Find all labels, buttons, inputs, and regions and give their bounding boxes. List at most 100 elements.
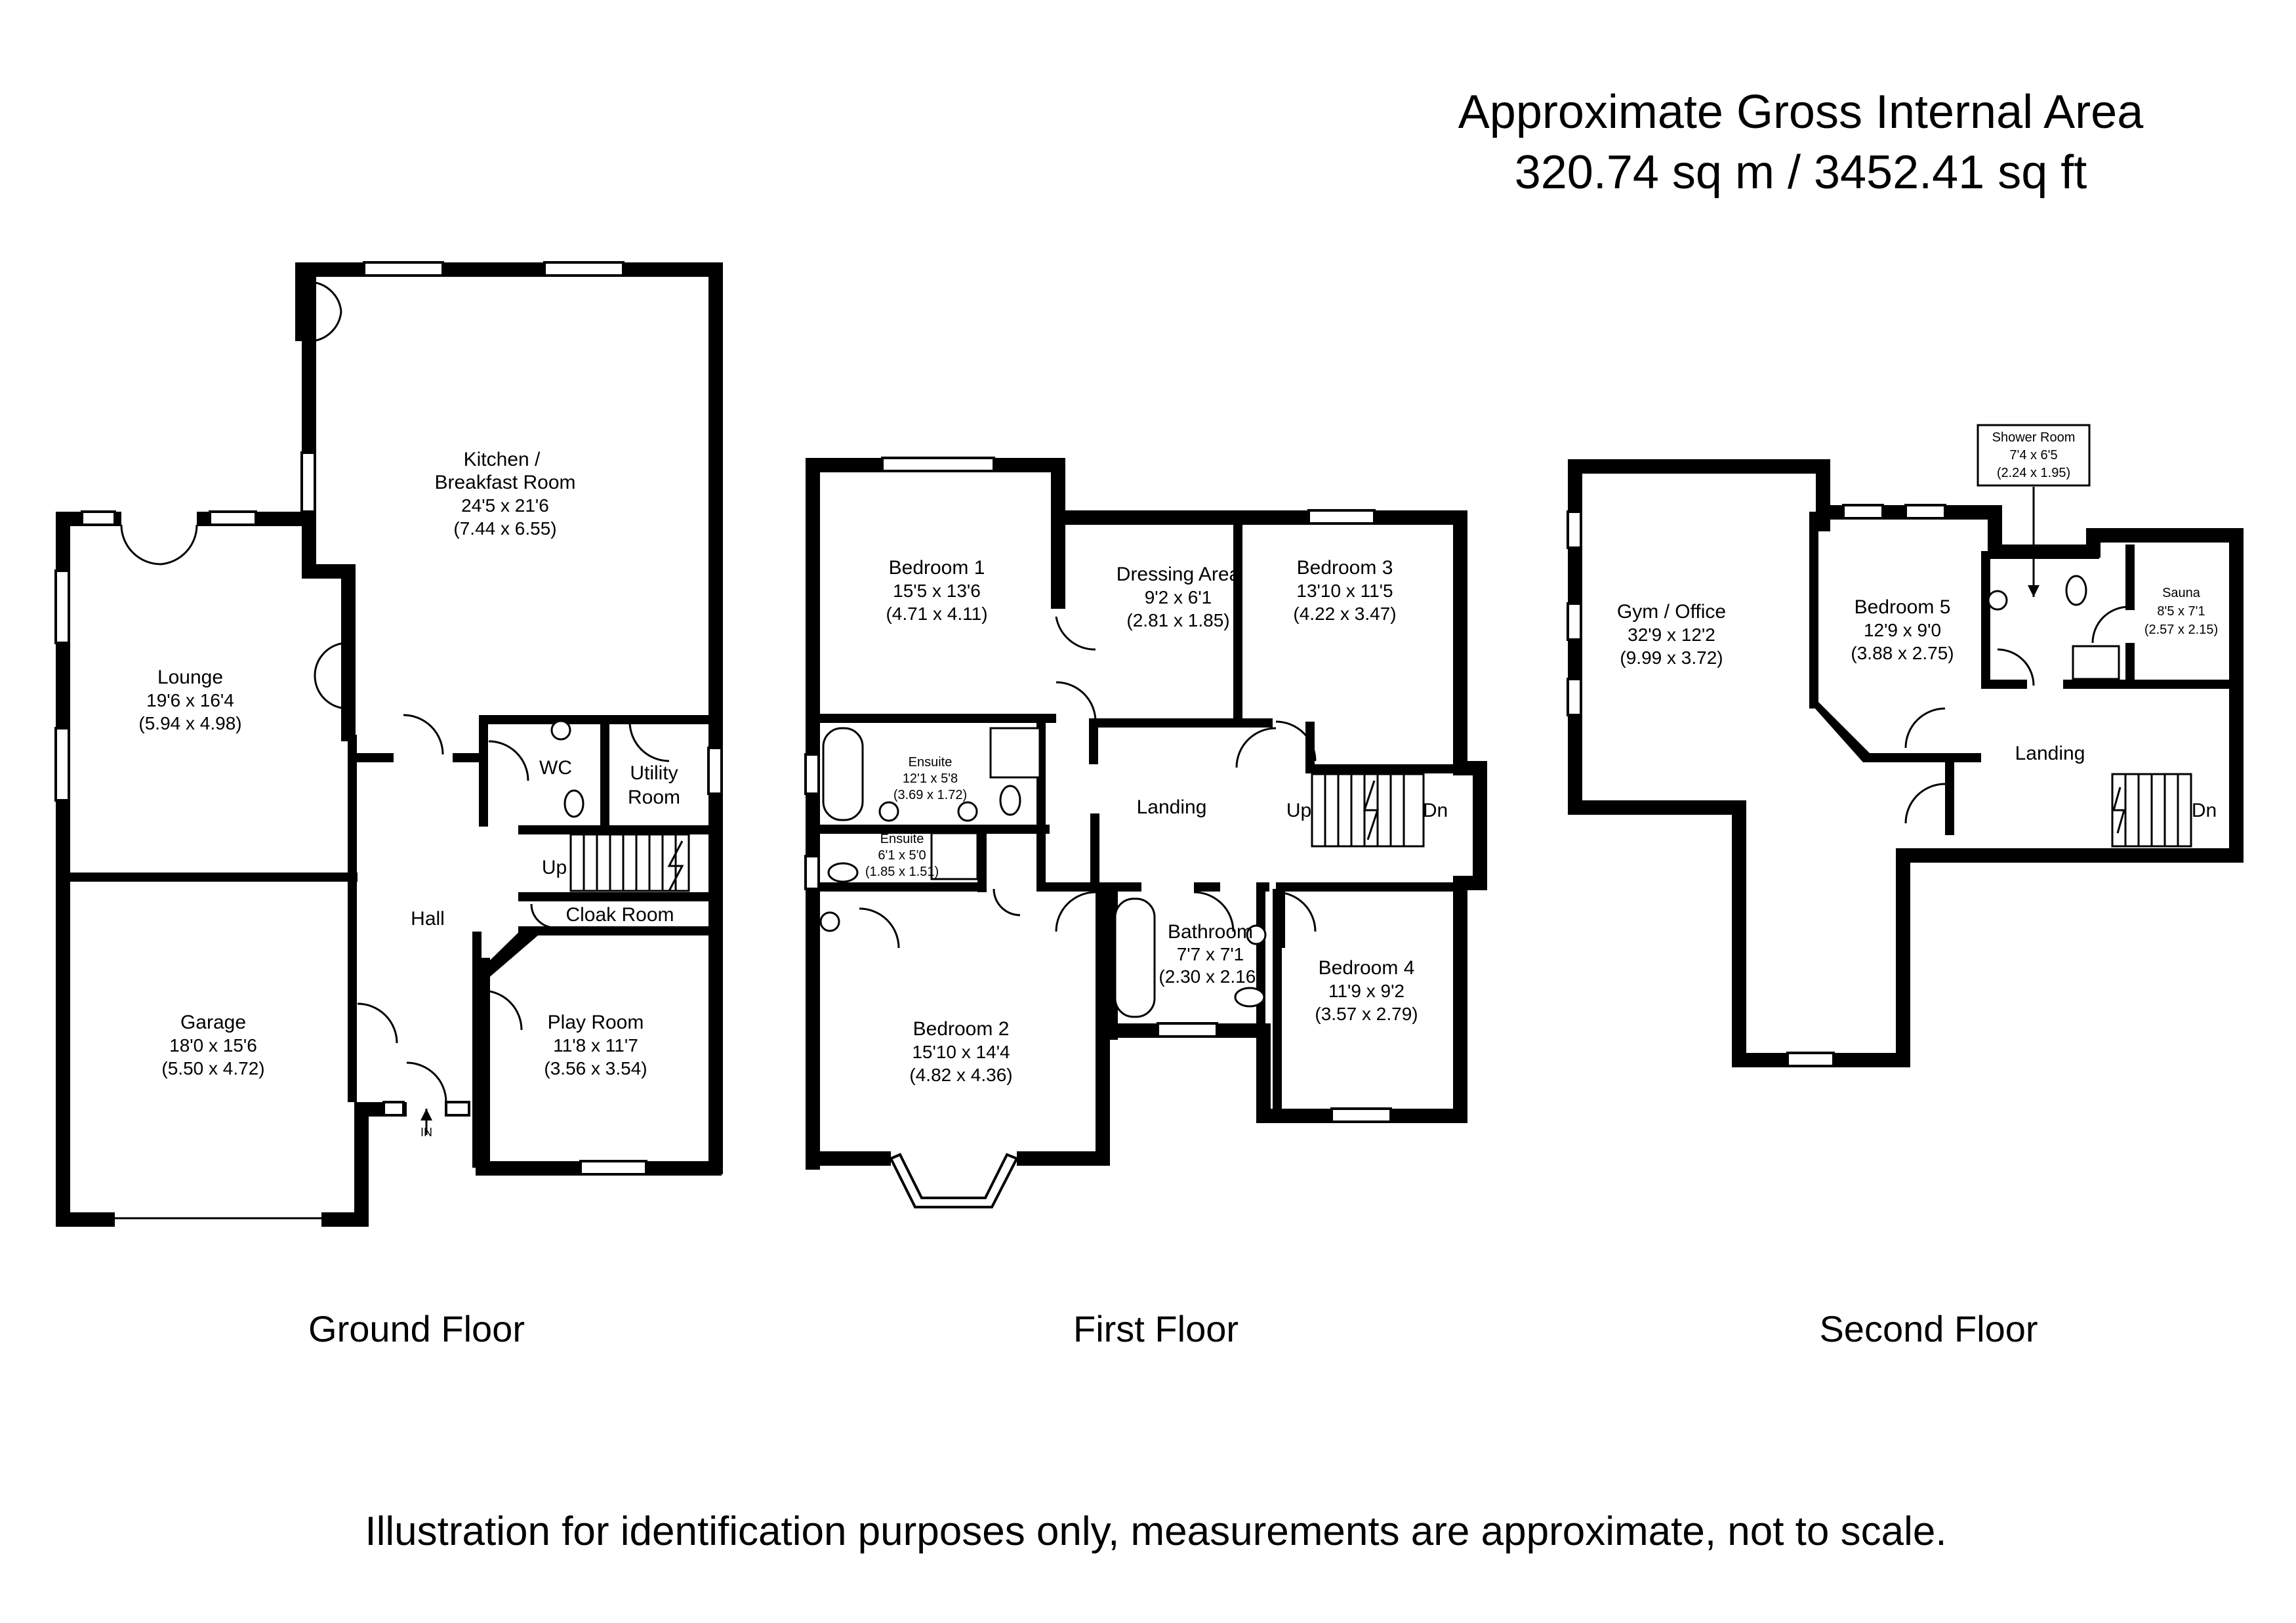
door-swing [357,1002,398,1044]
room-lounge: Lounge 19'6 x 16'4 (5.94 x 4.98) [138,667,241,733]
wall [1896,848,2244,863]
room-dim-metric: (3.56 x 3.54) [544,1058,647,1079]
window [1307,509,1376,525]
door-swing [1235,727,1277,768]
window [54,727,70,802]
room-name: Bathroom [1168,921,1253,943]
wall [2125,643,2135,689]
wall [1945,753,1981,762]
door-swing [1904,707,1946,749]
room-dim-metric: (4.22 x 3.47) [1293,604,1396,624]
floor-label-first: First Floor [1073,1308,1239,1349]
wall [479,715,715,724]
shower-icon [930,832,979,880]
room-dim-metric: (9.99 x 3.72) [1620,647,1723,668]
floor-label-ground: Ground Floor [308,1308,525,1349]
door-swing [1056,681,1097,722]
wall [1981,551,1990,689]
wall [295,262,722,277]
room-dim-metric: (5.94 x 4.98) [138,713,241,733]
wall [1096,882,1110,1164]
room-wc: WC [539,757,572,779]
staircase [1311,773,1425,848]
room-dim-metric: (3.69 x 1.72) [893,788,967,802]
room-dim-metric: (2.30 x 2.16) [1158,966,1261,987]
room-sauna: Sauna 8'5 x 7'1 (2.57 x 2.15) [2144,586,2218,637]
room-dim-imperial: 8'5 x 7'1 [2157,604,2205,619]
door-swing [120,524,198,565]
wall [1568,800,1746,815]
room-name: Bedroom 4 [1319,957,1415,979]
room-dim-metric: (3.57 x 2.79) [1315,1004,1418,1024]
wall [1256,889,1265,1030]
wall [2125,544,2135,610]
room-dim-metric: (4.71 x 4.11) [886,604,987,624]
room-name: Bedroom 1 [889,557,985,579]
room-dim-imperial: 32'9 x 12'2 [1628,625,1715,645]
window [1786,1052,1835,1067]
shower-icon [2072,645,2120,680]
window [1842,504,1884,520]
wall [1981,680,2027,689]
wall [1256,1023,1271,1123]
wall [708,262,723,1174]
room-cloak: Cloak Room [565,904,674,926]
window [1330,1107,1392,1123]
wall [1090,813,1099,892]
toilet-icon [827,862,859,883]
wall [806,458,820,1170]
room-kitchen: Kitchen / Breakfast Room 24'5 x 21'6 (7.… [434,449,575,539]
area-value: 320.74 sq m / 3452.41 sq ft [1515,146,2087,199]
bay-window [889,1153,1019,1208]
room-bedroom-3: Bedroom 3 13'10 x 11'5 (4.22 x 3.47) [1293,557,1396,624]
window [382,1101,405,1117]
room-utility: Utility [630,762,678,784]
bathtub-icon [822,727,864,821]
wall [2063,680,2236,689]
window [1567,510,1582,549]
room-dim-imperial: 19'6 x 16'4 [146,690,234,710]
toilet-icon [564,789,584,818]
door-swing [488,740,529,781]
window [881,457,995,472]
wall [813,714,1056,723]
window [579,1160,647,1176]
room-dim-imperial: 11'8 x 11'7 [553,1035,638,1056]
room-dim-imperial: 24'5 x 21'6 [461,495,549,516]
room-name: Bedroom 5 [1855,596,1951,618]
wall [472,926,538,984]
door-swing [311,281,342,342]
wall [1896,848,1910,1065]
room-dim-metric: (2.24 x 1.95) [1997,466,2070,480]
wall [472,932,482,1168]
room-name: Lounge [157,667,223,688]
door-swing [1055,616,1096,651]
door-swing [1275,891,1317,932]
wall [453,753,485,762]
ground-floor-plan: IN Up Kitchen / Breakfast Room 24'5 x 21… [54,261,723,1349]
window [1157,1022,1218,1038]
room-bedroom-4: Bedroom 4 11'9 x 9'2 (3.57 x 2.79) [1315,957,1418,1024]
wall [1057,510,1467,525]
wall [59,873,358,882]
room-name: Ensuite [909,755,953,770]
room-dim-imperial: 15'10 x 14'4 [912,1042,1010,1062]
room-bedroom-5: Bedroom 5 12'9 x 9'0 (3.88 x 2.75) [1851,596,1954,663]
room-utility: Room [628,787,680,808]
room-play: Play Room 11'8 x 11'7 (3.56 x 3.54) [544,1012,647,1079]
room-landing-second: Landing [2015,743,2085,764]
room-landing: Landing [1137,796,1207,818]
disclaimer: Illustration for identification purposes… [365,1509,1946,1554]
wall [518,825,715,834]
toilet-icon [1234,987,1265,1008]
window [1567,602,1582,641]
wall [56,1212,115,1227]
basin-icon [957,801,978,822]
wall [518,926,715,935]
basin-icon [878,801,899,822]
room-name: Shower Room [1992,430,2076,445]
staircase [2111,773,2192,848]
door-swing [1193,891,1235,932]
wall [1473,761,1487,889]
wall [1233,518,1242,723]
